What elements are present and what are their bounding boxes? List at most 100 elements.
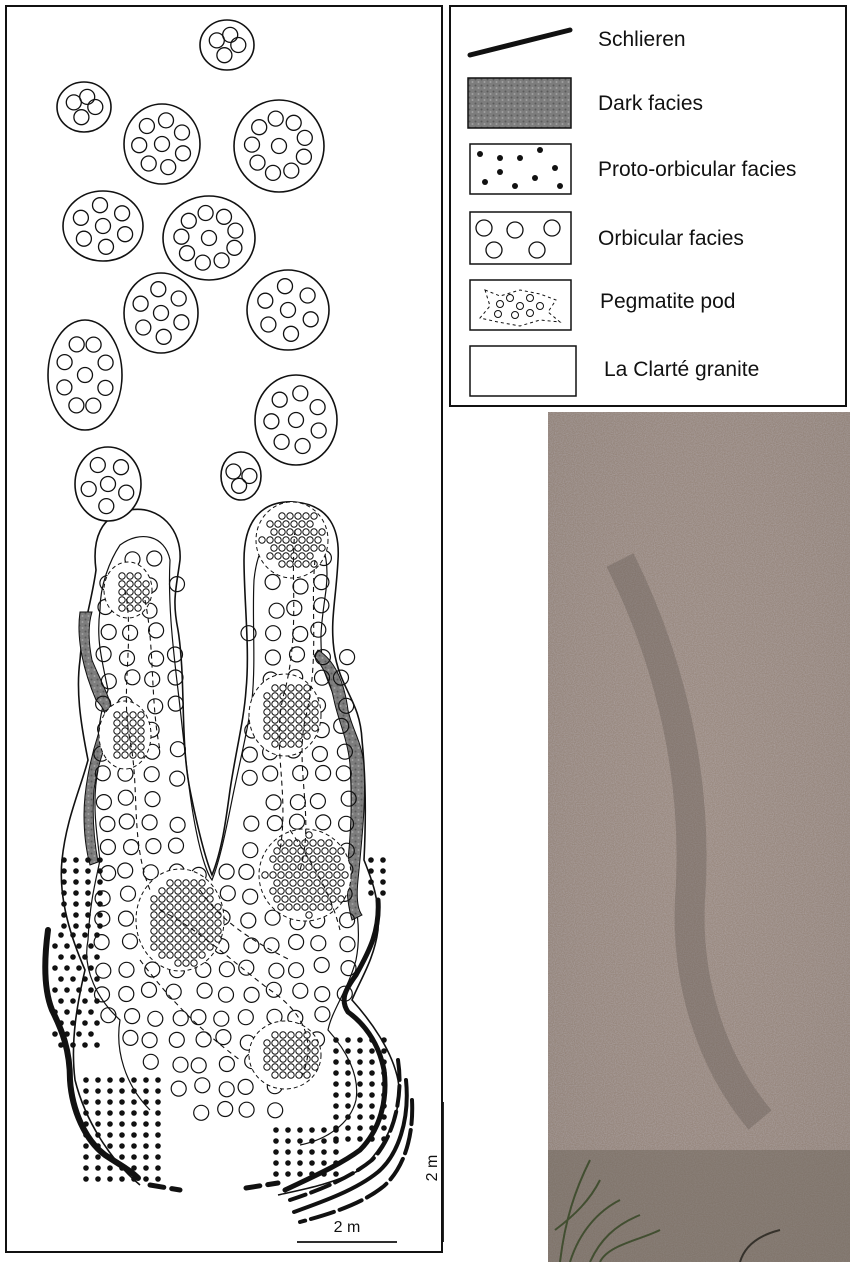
proto-dot <box>95 1165 101 1171</box>
proto-dot <box>83 1099 89 1105</box>
proto-dot <box>155 1143 161 1149</box>
proto-dot <box>143 1077 149 1083</box>
proto-dot <box>369 1092 375 1098</box>
proto-dot <box>73 879 79 885</box>
proto-dot <box>52 965 58 971</box>
proto-dot <box>155 1154 161 1160</box>
proto-dot <box>273 1138 279 1144</box>
proto-dot <box>76 987 82 993</box>
proto-dot <box>131 1154 137 1160</box>
proto-dot <box>131 1132 137 1138</box>
proto-dot <box>82 1020 88 1026</box>
proto-dot <box>333 1081 339 1087</box>
proto-dot <box>83 1176 89 1182</box>
pegmatite-pod <box>249 1021 321 1089</box>
proto-dot <box>119 1176 125 1182</box>
proto-dot <box>155 1099 161 1105</box>
proto-dot <box>380 868 386 874</box>
proto-dot <box>155 1165 161 1171</box>
proto-dot <box>119 1132 125 1138</box>
proto-dot <box>85 857 91 863</box>
proto-dot <box>309 1160 315 1166</box>
proto-dot <box>119 1099 125 1105</box>
proto-dot <box>95 1176 101 1182</box>
orbicular-pod <box>234 100 324 192</box>
proto-dot <box>345 1070 351 1076</box>
proto-dot <box>333 1070 339 1076</box>
proto-dot <box>369 1048 375 1054</box>
proto-dot <box>52 1009 58 1015</box>
proto-dot <box>85 879 91 885</box>
proto-dot <box>369 1136 375 1142</box>
proto-dot <box>107 1176 113 1182</box>
proto-dot <box>369 1081 375 1087</box>
proto-dot <box>64 1009 70 1015</box>
proto-dot <box>119 1165 125 1171</box>
proto-dot <box>143 1132 149 1138</box>
proto-dot <box>285 1127 291 1133</box>
orbicular-pod <box>63 191 143 261</box>
proto-dot <box>82 998 88 1004</box>
proto-dot <box>357 1103 363 1109</box>
proto-dot <box>52 987 58 993</box>
proto-dot <box>297 1127 303 1133</box>
proto-dot <box>61 912 67 918</box>
proto-dot <box>143 1110 149 1116</box>
proto-dot <box>61 901 67 907</box>
proto-dot <box>321 1149 327 1155</box>
proto-dot <box>369 1103 375 1109</box>
proto-dot <box>333 1136 339 1142</box>
proto-dot <box>64 943 70 949</box>
dark-facies-swatch <box>468 78 571 128</box>
orbicular-pod <box>255 375 337 465</box>
proto-dot <box>381 1048 387 1054</box>
proto-dot <box>82 954 88 960</box>
granite-swatch <box>470 346 576 396</box>
proto-dot <box>73 923 79 929</box>
proto-dot <box>357 1070 363 1076</box>
proto-dot <box>94 954 100 960</box>
proto-dot <box>345 1081 351 1087</box>
proto-dot <box>85 901 91 907</box>
proto-dot <box>83 1132 89 1138</box>
proto-dot <box>107 1132 113 1138</box>
proto-dot <box>381 1070 387 1076</box>
proto-dot <box>143 1154 149 1160</box>
proto-dot <box>368 857 374 863</box>
proto-dot <box>381 1114 387 1120</box>
proto-dot <box>70 932 76 938</box>
proto-dot <box>131 1121 137 1127</box>
proto-dot <box>345 1125 351 1131</box>
proto-dot <box>369 1070 375 1076</box>
proto-dot <box>143 1176 149 1182</box>
proto-dot <box>76 1031 82 1037</box>
proto-dot <box>94 1020 100 1026</box>
proto-dot <box>345 1136 351 1142</box>
orbicular-pod <box>57 82 111 132</box>
proto-dot <box>333 1160 339 1166</box>
proto-dot <box>381 1059 387 1065</box>
proto-dot <box>58 976 64 982</box>
proto-dot <box>369 1125 375 1131</box>
proto-dot <box>333 1092 339 1098</box>
proto-dot <box>64 987 70 993</box>
proto-dot <box>273 1160 279 1166</box>
proto-dot <box>76 943 82 949</box>
proto-dot <box>83 1165 89 1171</box>
proto-dot <box>333 1037 339 1043</box>
legend-label-proto: Proto-orbicular facies <box>598 158 796 181</box>
proto-dot <box>58 932 64 938</box>
proto-dot <box>321 1138 327 1144</box>
proto-dot <box>143 1143 149 1149</box>
proto-dot <box>83 1088 89 1094</box>
proto-dot <box>333 1103 339 1109</box>
proto-dot <box>83 1110 89 1116</box>
proto-dot <box>82 932 88 938</box>
proto-dot <box>357 1081 363 1087</box>
proto-dot <box>64 1031 70 1037</box>
proto-dot <box>52 943 58 949</box>
proto-dot <box>88 943 94 949</box>
proto-dot <box>70 1042 76 1048</box>
proto-dot <box>119 1088 125 1094</box>
proto-dot <box>85 923 91 929</box>
